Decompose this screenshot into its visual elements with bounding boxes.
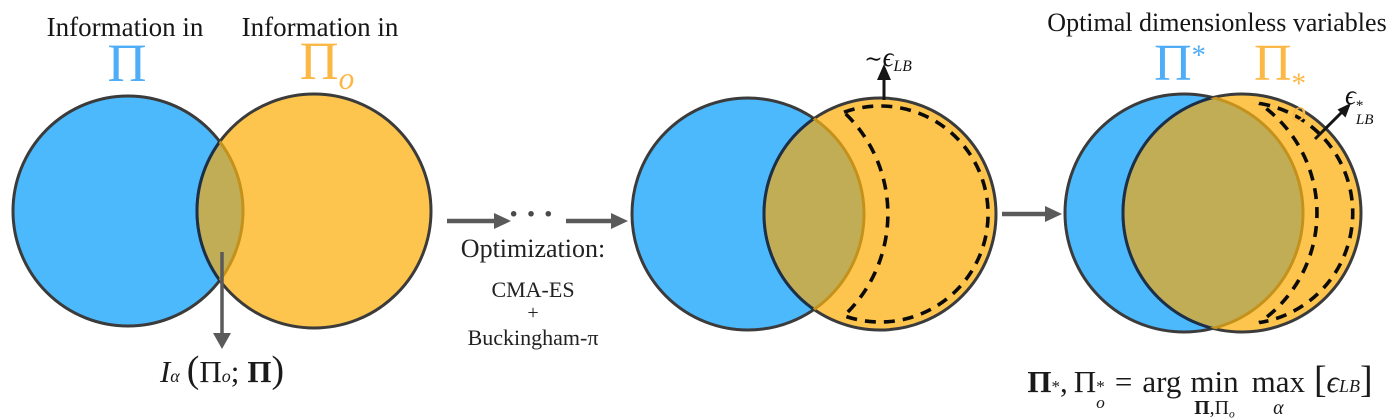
epsilon-star-sub: LB: [1355, 112, 1374, 129]
left-orange-caption: Information in: [241, 12, 399, 42]
tilde-symbol: ∼: [864, 46, 883, 71]
pi-star-orange-sub: o: [1291, 95, 1307, 128]
formula-semicolon: ;: [230, 354, 240, 389]
plus-sign: +: [527, 302, 539, 324]
left-orange-symbol-sub: o: [338, 61, 355, 97]
f-min-under: Π,Πo: [1194, 396, 1235, 419]
epsilon-lb-label: ∼ϵLB: [864, 42, 912, 76]
arrow-right-head-3: [1045, 206, 1062, 222]
f-equals: =: [1114, 364, 1133, 399]
pi-star-orange: Π*o: [1253, 35, 1307, 128]
ellipsis-dots: ···: [507, 196, 561, 233]
mutual-info-arrowhead: [213, 333, 231, 349]
epsilon-star-lb-label: ϵ*LB: [1345, 80, 1374, 128]
arrow-right-head-2: [611, 213, 628, 229]
right-title: Optimal dimensionless variables: [1047, 8, 1387, 37]
f-epsilon-sub: LB: [1339, 376, 1361, 396]
left-venn-overlap-right-arc: [197, 94, 245, 328]
middle-venn: [630, 64, 998, 332]
method-buckingham-pi: Buckingham-π: [467, 325, 599, 350]
epsilon-arrowhead-up: [877, 64, 891, 80]
left-blue-symbol: Π: [107, 33, 147, 93]
formula-alpha-sub: α: [170, 366, 180, 386]
f-pi-bold-sup: *: [1051, 377, 1061, 396]
right-venn-overlap-right-arc: [1123, 94, 1305, 332]
left-venn-overlap: [195, 96, 243, 326]
pi-star-blue-sup: *: [1191, 40, 1206, 72]
left-blue-caption: Information in: [46, 12, 204, 42]
f-rbracket: ]: [1360, 359, 1373, 401]
f-pi-o-sup: *: [1096, 377, 1105, 396]
method-cma-es: CMA-ES: [491, 277, 575, 302]
process-arrows: [447, 206, 1062, 229]
optimization-caption: Optimization:: [460, 234, 606, 263]
pi-star-orange-sup: *: [1291, 68, 1307, 101]
formula-I: I: [159, 354, 171, 389]
f-comma: ,: [1060, 364, 1068, 399]
left-orange-symbol: Πo: [299, 31, 355, 97]
formula-pi-o: Π: [199, 354, 222, 389]
formula-rparen: ): [271, 349, 285, 391]
left-venn: [11, 92, 433, 349]
formula-lparen: (: [186, 349, 200, 391]
middle-venn-overlap-right-arc: [764, 98, 866, 330]
pi-star-blue: Π*: [1154, 35, 1206, 92]
epsilon-star-arrow: [1313, 110, 1344, 141]
epsilon-star-symbol: ϵ: [1345, 80, 1356, 110]
right-venn: [1063, 92, 1363, 334]
epsilon-star-sup: *: [1355, 98, 1364, 115]
f-pi-o: Π: [1073, 364, 1097, 399]
middle-venn-dashed-crescent: [840, 104, 990, 324]
f-lbracket: [: [1313, 359, 1327, 401]
middle-venn-overlap: [762, 98, 864, 330]
f-pi-o-sub: o: [1096, 393, 1105, 413]
f-epsilon: ϵ: [1326, 364, 1340, 399]
f-arg: arg: [1142, 364, 1182, 399]
f-max-under: α: [1273, 396, 1284, 419]
formula-pi-bold: Π: [247, 354, 272, 389]
epsilon-star-arrowhead: [1337, 103, 1351, 118]
formula-o-sub: o: [221, 366, 231, 386]
epsilon-lb-sub: LB: [893, 58, 912, 75]
arrow-right-head: [494, 213, 511, 229]
epsilon-symbol: ϵ: [882, 42, 894, 72]
f-pi-bold: Π: [1027, 364, 1052, 399]
